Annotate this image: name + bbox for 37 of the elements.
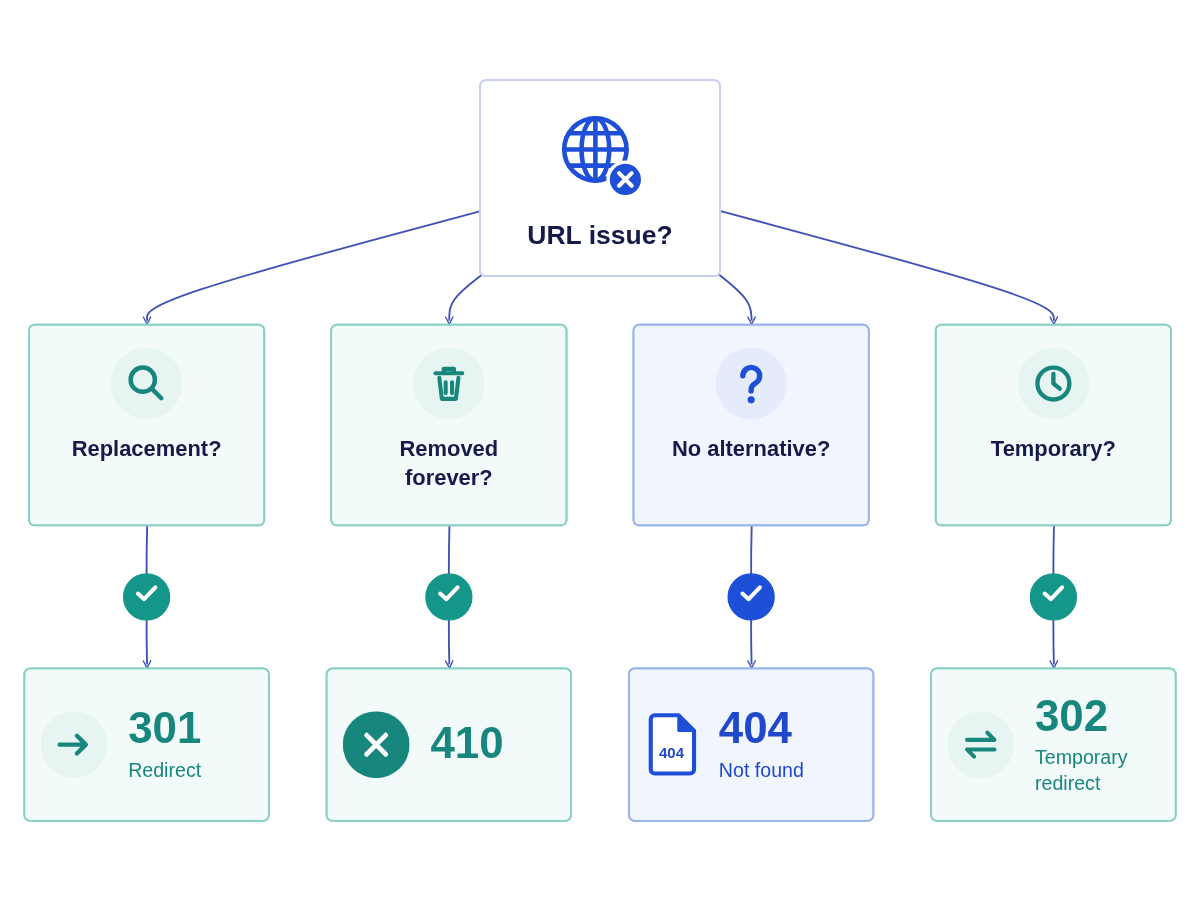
question-text: Removed forever?	[398, 435, 500, 491]
status-card	[23, 667, 270, 822]
status-code: 410	[430, 720, 504, 769]
status-description: Temporary redirect	[1034, 745, 1129, 796]
file-label-text: 404	[659, 745, 685, 761]
check-circle-icon	[1029, 572, 1078, 621]
arrow	[444, 618, 454, 669]
status-description: Not found	[718, 757, 804, 783]
status-code: 404	[718, 704, 792, 754]
connector-line	[750, 524, 753, 575]
status-card	[325, 667, 573, 822]
connector-line	[145, 524, 149, 575]
decision-card	[632, 323, 870, 526]
check-circle-icon	[425, 572, 473, 621]
question-text: Temporary?	[989, 435, 1117, 463]
decision-card	[330, 323, 568, 526]
decision-card	[479, 78, 721, 277]
check-circle-icon	[727, 572, 775, 621]
arrow	[747, 618, 756, 669]
status-code: 302	[1034, 692, 1109, 741]
decision-card	[934, 323, 1172, 526]
arrow	[1049, 618, 1059, 669]
decision-card	[28, 323, 266, 526]
question-text: Replacement?	[70, 435, 223, 463]
arrow	[719, 209, 1059, 325]
check-circle-icon	[122, 572, 171, 621]
status-card	[930, 667, 1177, 822]
arrow	[718, 273, 756, 325]
connector-line	[447, 524, 451, 575]
question-text: No alternative?	[670, 435, 832, 463]
question-text: URL issue?	[527, 218, 673, 252]
arrow	[444, 273, 483, 325]
status-code: 301	[128, 704, 202, 754]
connector-line	[1052, 524, 1055, 575]
status-description: Redirect	[128, 757, 202, 783]
status-card	[627, 667, 875, 822]
arrow	[142, 618, 152, 669]
